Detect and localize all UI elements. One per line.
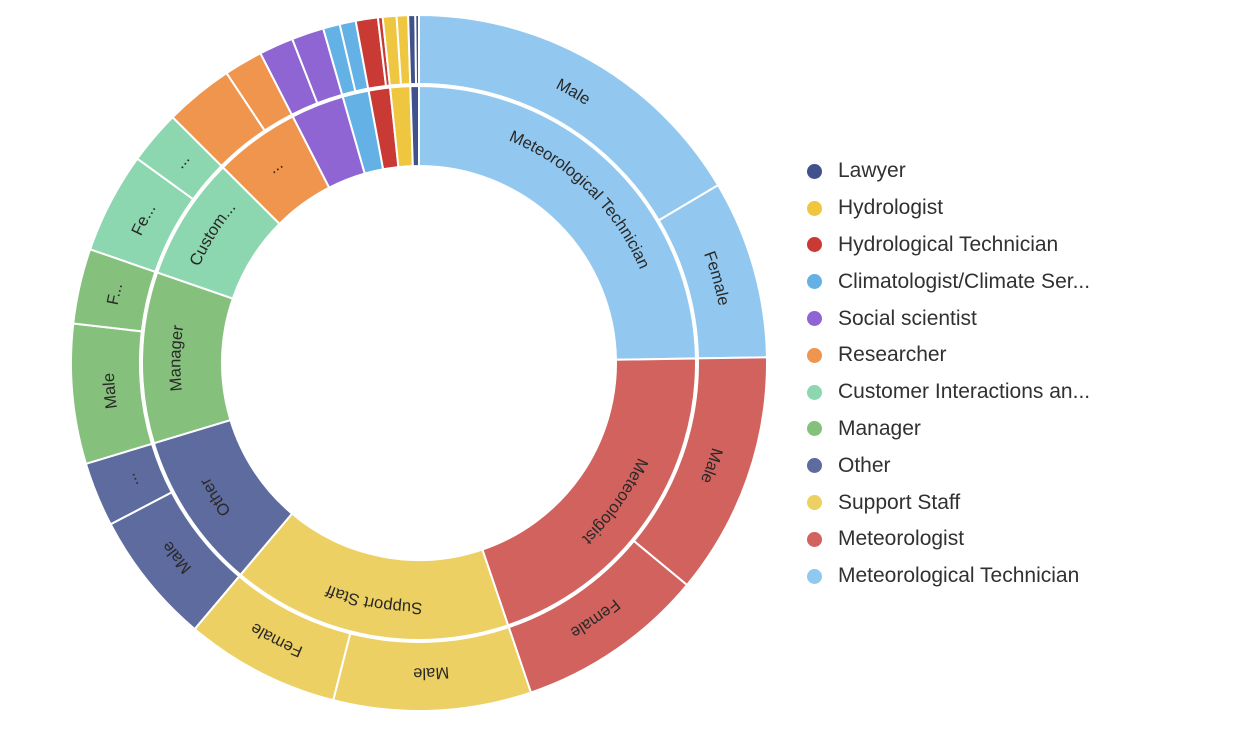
label-manager-2: F... — [104, 281, 126, 307]
legend-marker-icon — [807, 531, 822, 547]
legend-label: Hydrologist — [838, 196, 944, 220]
legend-marker-icon — [807, 274, 822, 290]
legend-marker-icon — [807, 568, 822, 584]
legend-label: Lawyer — [838, 159, 906, 183]
segment-lawyer[interactable] — [409, 84, 420, 168]
legend-label: Social scientist — [838, 306, 977, 330]
legend-marker-icon — [807, 458, 822, 474]
legend-label: Support Staff — [838, 490, 961, 514]
legend-marker-icon — [807, 200, 822, 216]
legend-marker-icon — [807, 384, 822, 400]
legend-marker-icon — [807, 163, 822, 179]
legend-item-social-scientist[interactable]: Social scientist — [807, 300, 1090, 337]
label-support-staff-1: Male — [413, 663, 450, 682]
legend-item-lawyer[interactable]: Lawyer — [807, 153, 1090, 190]
segment-manager[interactable] — [141, 271, 235, 445]
legend-label: Hydrological Technician — [838, 232, 1059, 256]
legend-item-customer-interactions-an[interactable]: Customer Interactions an... — [807, 374, 1090, 411]
label-other-2: ... — [121, 471, 143, 491]
legend-marker-icon — [807, 311, 822, 327]
legend-label: Meteorologist — [838, 527, 965, 551]
legend-label: Meteorological Technician — [838, 564, 1080, 588]
legend-item-meteorologist[interactable]: Meteorologist — [807, 521, 1090, 558]
legend-label: Manager — [838, 416, 921, 440]
legend-marker-icon — [807, 347, 822, 363]
legend-item-meteorological-technician[interactable]: Meteorological Technician — [807, 558, 1090, 595]
legend-marker-icon — [807, 421, 822, 437]
legend-label: Customer Interactions an... — [838, 380, 1091, 404]
label-manager: Manager — [166, 323, 187, 392]
legend-marker-icon — [807, 495, 822, 511]
legend-label: Climatologist/Climate Ser... — [838, 269, 1091, 293]
legend-marker-icon — [807, 237, 822, 253]
legend-label: Researcher — [838, 343, 947, 367]
segment-lawyer-part-2[interactable] — [414, 13, 420, 86]
segment-meteorological-technician[interactable] — [418, 84, 697, 361]
legend-item-researcher[interactable]: Researcher — [807, 337, 1090, 374]
legend-label: Other — [838, 453, 891, 477]
legend-item-other[interactable]: Other — [807, 447, 1090, 484]
legend-item-climatologist-climate-ser[interactable]: Climatologist/Climate Ser... — [807, 263, 1090, 300]
label-manager-1: Male — [100, 373, 121, 410]
legend-item-hydrological-technician[interactable]: Hydrological Technician — [807, 227, 1090, 264]
legend-item-support-staff[interactable]: Support Staff — [807, 484, 1090, 521]
legend-item-hydrologist[interactable]: Hydrologist — [807, 190, 1090, 227]
legend-item-manager[interactable]: Manager — [807, 411, 1090, 448]
